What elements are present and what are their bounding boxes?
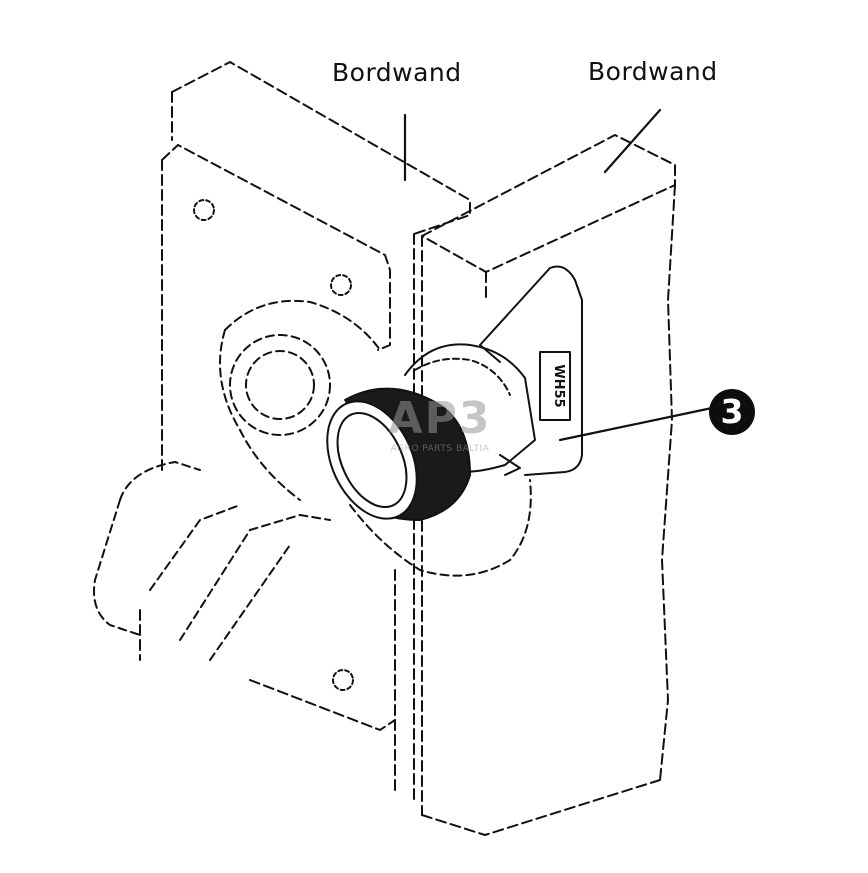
- watermark: AP3 AGRO PARTS BALTIA: [370, 393, 510, 455]
- watermark-logo: AP3: [388, 393, 492, 444]
- right-side-panel: [421, 134, 676, 836]
- hinge-bracket: [93, 299, 381, 661]
- leader-lines: [403, 108, 714, 442]
- knob-hub: [404, 343, 536, 476]
- left-panel-label: Bordwand: [332, 58, 462, 87]
- screw-holes: [193, 199, 354, 691]
- mounting-plate: [349, 479, 532, 577]
- callout-number: 3: [709, 389, 755, 435]
- pull-knob: [326, 387, 471, 521]
- latch-lever: [479, 265, 583, 476]
- right-panel-label: Bordwand: [588, 57, 718, 86]
- watermark-tagline: AGRO PARTS BALTIA: [390, 444, 490, 454]
